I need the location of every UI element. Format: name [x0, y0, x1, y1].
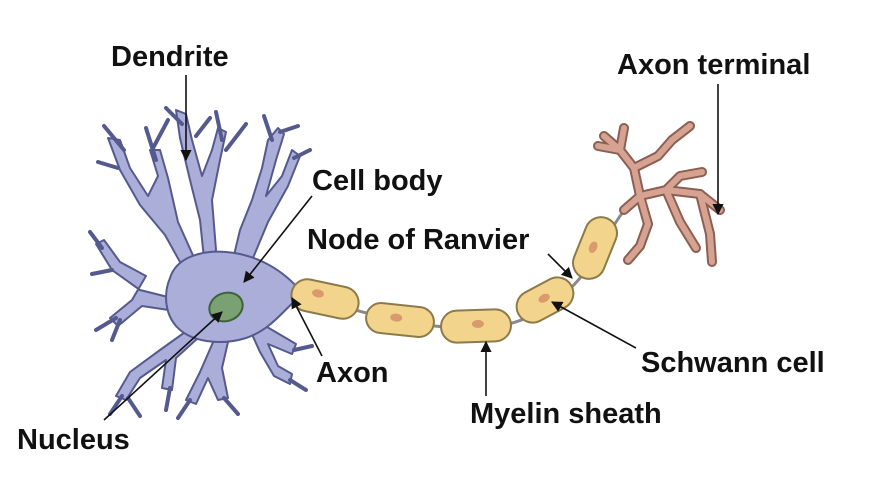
labels: Dendrite Axon terminal Cell body Node of…	[17, 41, 825, 456]
label-cell-body: Cell body	[312, 165, 443, 197]
label-axon-terminal: Axon terminal	[617, 49, 810, 81]
neuron-cell-body-group	[88, 106, 314, 420]
label-nucleus: Nucleus	[17, 424, 130, 456]
myelin-sheath-group	[290, 216, 618, 344]
pointer-lines	[103, 75, 724, 421]
label-schwann-cell: Schwann cell	[641, 347, 825, 379]
dendrite-twigs	[88, 106, 314, 420]
schwann-cell	[440, 308, 512, 344]
dendrites	[95, 109, 301, 405]
label-myelin-sheath: Myelin sheath	[470, 398, 662, 430]
label-node-of-ranvier: Node of Ranvier	[307, 224, 529, 256]
schwann-cell	[365, 302, 435, 338]
schwann-cell	[290, 278, 360, 320]
label-dendrite: Dendrite	[111, 41, 229, 73]
schwann-cell	[515, 276, 575, 324]
axon-terminal	[593, 121, 725, 267]
label-axon: Axon	[316, 357, 389, 389]
nucleus-pointer	[103, 311, 223, 421]
node-of-ranvier-pointer	[547, 253, 573, 279]
axon-pointer	[291, 297, 323, 357]
schwann-cell-pointer	[551, 301, 637, 349]
schwann-cell	[572, 216, 618, 280]
cell-body-pointer	[243, 195, 313, 283]
